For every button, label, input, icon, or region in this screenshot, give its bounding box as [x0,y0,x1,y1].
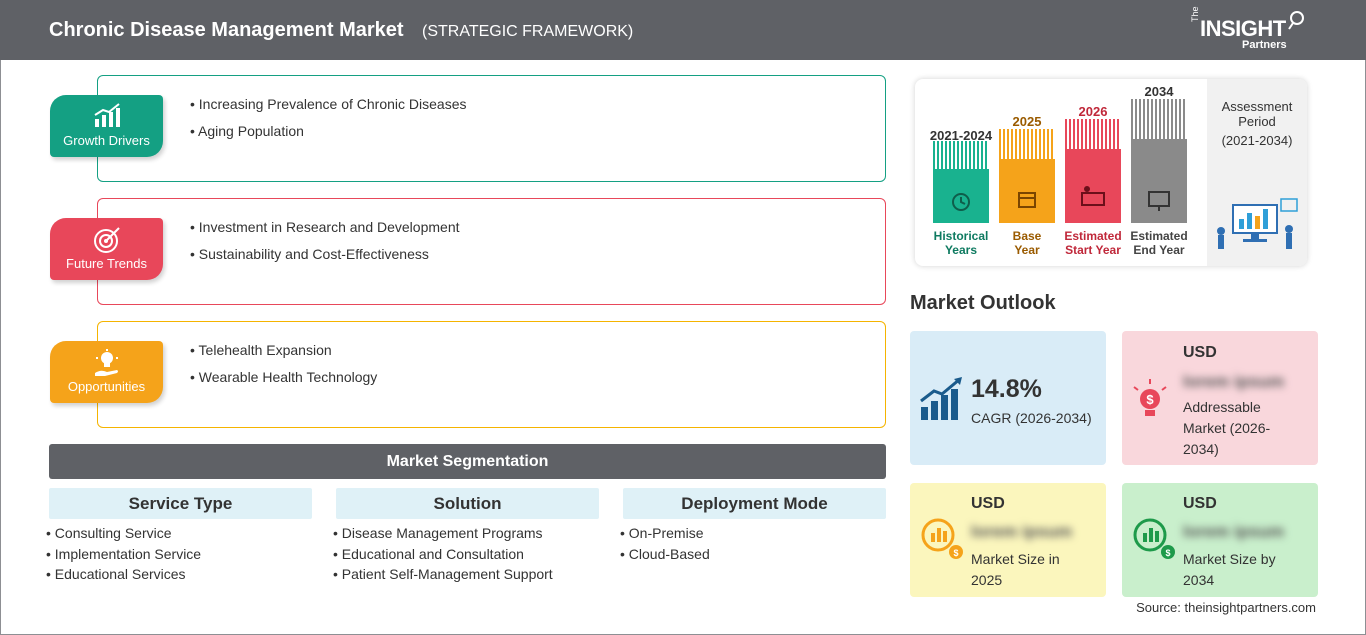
page-subtitle: (STRATEGIC FRAMEWORK) [422,23,634,40]
header-bar: Chronic Disease Management Market (STRAT… [0,0,1366,60]
page-title: Chronic Disease Management Market [49,19,404,41]
timeline-bar [1065,149,1121,223]
addressable-value: lorem ipsum [1183,372,1285,391]
logo-partners: Partners [1242,39,1287,51]
assessment-range: (2021-2034) [1221,133,1293,148]
growth-chart-icon [920,377,962,420]
future-trend-item: • Sustainability and Cost-Effectiveness [190,246,429,262]
timeline-year: 2021-2024 [929,128,993,143]
future-trend-item: • Investment in Research and Development [190,219,460,235]
opportunities-badge: Opportunities [50,341,163,403]
deployment-mode-list: On-Premise Cloud-Based [620,525,710,566]
segment-heading-service-type: Service Type [49,488,312,519]
timeline-bar [999,159,1055,223]
timeline-stripes [933,141,989,169]
list-item: Educational Services [46,566,201,587]
money-bulb-icon: $ [1133,379,1167,416]
timeline-year: 2025 [1012,114,1042,129]
presentation-icon [1081,186,1105,206]
list-item: Consulting Service [46,525,201,546]
cagr-value: 14.8% [971,375,1042,403]
growth-drivers-card: • Increasing Prevalence of Chronic Disea… [97,75,886,182]
opportunity-item: • Wearable Health Technology [190,369,378,385]
calendar-icon [1018,192,1036,208]
insight-partners-logo[interactable]: The INSIGHT Partners [1190,6,1310,54]
analytics-illustration-icon [1217,198,1298,249]
list-item: Implementation Service [46,546,201,567]
logo-the: The [1190,6,1200,22]
size-2025-currency: USD [971,495,1005,512]
size-2025-value: lorem ipsum [971,522,1073,541]
growth-chart-icon [94,103,120,127]
segment-heading-deployment-mode: Deployment Mode [623,488,886,519]
coin-chart-icon: $ [1133,518,1175,559]
cagr-tile: 14.8% CAGR (2026-2034) [910,331,1106,465]
logo-insight: INSIGHT [1200,16,1286,41]
logo-magnifier-icon [1288,11,1304,30]
coin-chart-icon: $ [921,518,963,559]
monitor-chart-icon [1148,191,1170,211]
opportunity-item: • Telehealth Expansion [190,342,332,358]
market-segmentation-header: Market Segmentation [49,444,886,479]
list-item: Cloud-Based [620,546,710,567]
addressable-currency: USD [1183,344,1217,361]
service-type-list: Consulting Service Implementation Servic… [46,525,201,587]
growth-drivers-label: Growth Drivers [63,133,150,148]
cagr-label: CAGR (2026-2034) [971,410,1092,426]
future-trends-card: • Investment in Research and Development… [97,198,886,305]
list-item: Patient Self-Management Support [333,566,553,587]
timeline-stripes [1065,119,1121,149]
growth-drivers-badge: Growth Drivers [50,95,163,157]
size-2034-currency: USD [1183,495,1217,512]
opportunities-card: • Telehealth Expansion • Wearable Health… [97,321,886,428]
timeline-bar [933,169,989,223]
source-credit[interactable]: Source: theinsightpartners.com [1136,600,1316,615]
svg-text:$: $ [953,548,958,558]
opportunities-label: Opportunities [67,379,146,394]
timeline-year: 2034 [1144,84,1174,99]
timeline-bar [1131,139,1187,223]
segment-heading-solution: Solution [336,488,599,519]
growth-driver-item: • Aging Population [190,123,304,139]
timeline-year: 2026 [1078,104,1108,119]
list-item: Disease Management Programs [333,525,553,546]
history-icon [952,193,970,211]
growth-driver-item: • Increasing Prevalence of Chronic Disea… [190,96,467,112]
list-item: Educational and Consultation [333,546,553,567]
solution-list: Disease Management Programs Educational … [333,525,553,587]
list-item: On-Premise [620,525,710,546]
svg-text:$: $ [1146,392,1154,407]
timeline-stripes [1131,99,1187,139]
lightbulb-hand-icon [95,349,118,376]
future-trends-label: Future Trends [66,256,147,271]
market-outlook-title: Market Outlook [910,292,1056,314]
future-trends-badge: Future Trends [50,218,163,280]
target-icon [94,227,120,253]
timeline-stripes [999,129,1055,159]
svg-text:$: $ [1165,548,1170,558]
size-2034-value: lorem ipsum [1183,522,1285,541]
